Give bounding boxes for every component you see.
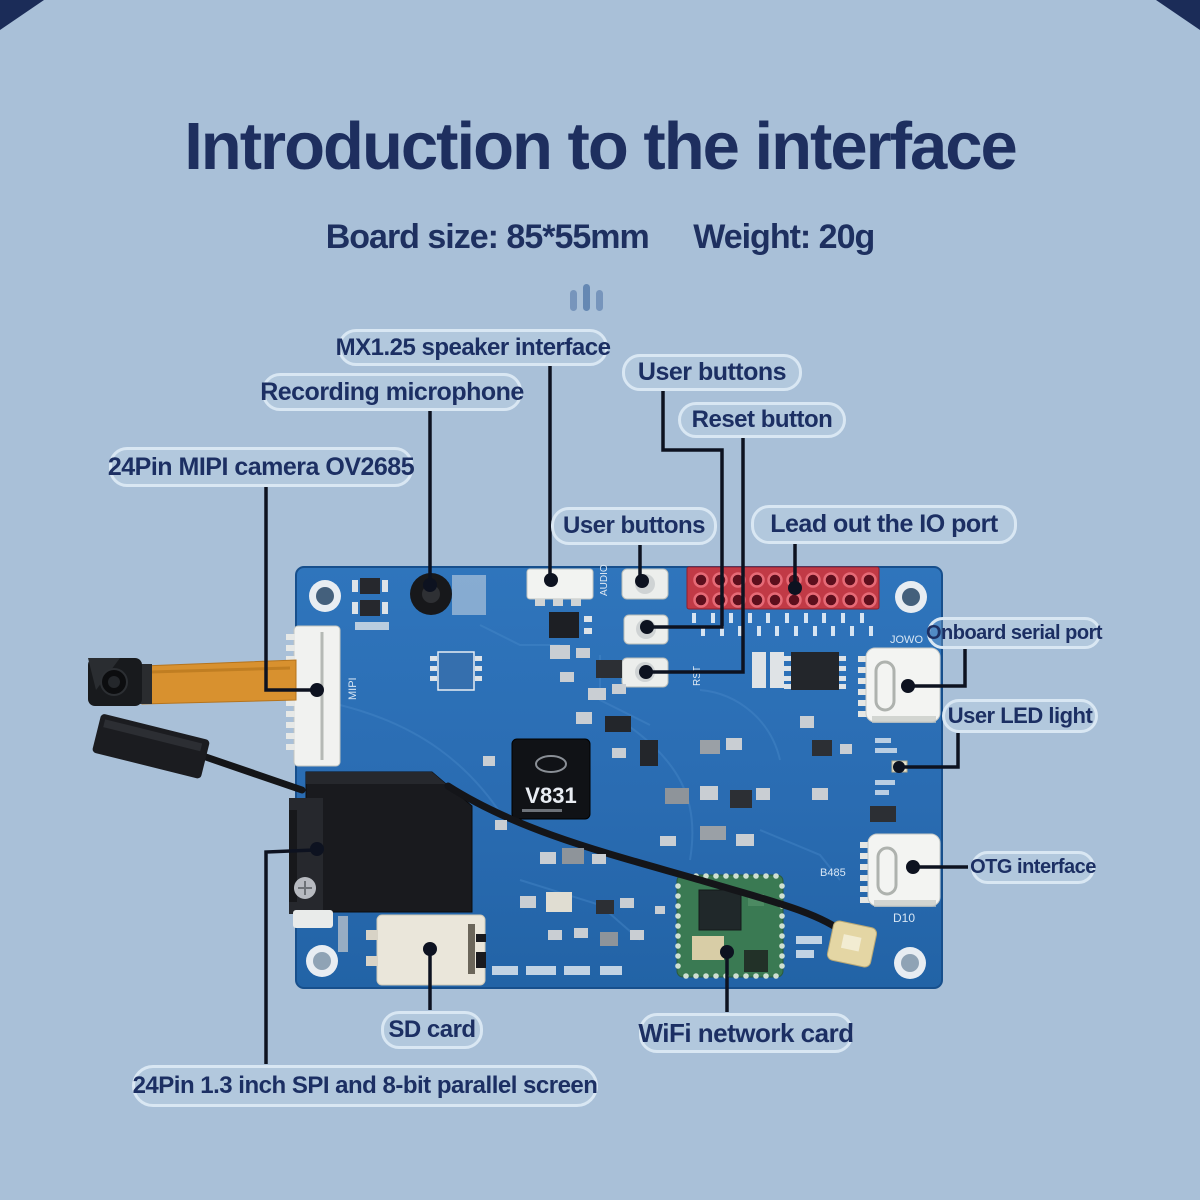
deco-bar [583, 284, 590, 311]
label-io-port: Lead out the IO port [751, 505, 1017, 544]
v831-chip: V831 [511, 738, 591, 820]
corner-decoration-left [0, 0, 44, 30]
screw-hole [306, 580, 927, 979]
audio-silkscreen: AUDIO [599, 564, 610, 596]
callout-lines [264, 365, 968, 1064]
board-weight-text: Weight: 20g [693, 218, 875, 256]
onboard-microphone [410, 573, 486, 615]
label-serial-port: Onboard serial port [926, 617, 1103, 649]
label-user-buttons-mid: User buttons [551, 507, 717, 545]
label-user-led: User LED light [942, 699, 1098, 733]
pin-label-silkscreen [692, 613, 873, 636]
smd-components-mid [430, 645, 846, 700]
chip-name: V831 [525, 783, 576, 808]
smd-scatter [483, 712, 852, 975]
pcb-board: AUDIO RST [88, 564, 943, 989]
external-mic-module [92, 714, 306, 794]
antenna-cable [444, 782, 849, 938]
wifi-module [675, 873, 785, 979]
mipi-silkscreen: MIPI [347, 677, 359, 700]
camera-module [88, 658, 142, 706]
dots-decoration [570, 284, 603, 311]
label-mipi-camera: 24Pin MIPI camera OV2685 [108, 447, 415, 487]
antenna-connector [826, 920, 878, 968]
serial-silkscreen: JOWO [890, 634, 923, 646]
label-spi-screen: 24Pin 1.3 inch SPI and 8-bit parallel sc… [132, 1065, 598, 1107]
page-title: Introduction to the interface [184, 109, 1018, 184]
board-size-text: Board size: 85*55mm [325, 218, 650, 256]
rst-silkscreen: RST [692, 666, 703, 686]
corner-decoration-right [1156, 0, 1200, 30]
label-otg-interface: OTG interface [970, 851, 1096, 884]
smd-cluster-topleft [352, 578, 389, 630]
callout-dots [310, 573, 920, 959]
speaker-connector: AUDIO [526, 564, 610, 638]
otg-silkscreen: D10 [893, 911, 915, 925]
deco-bar [596, 290, 603, 311]
screen-connector-module [289, 771, 473, 952]
label-sd-card: SD card [381, 1011, 483, 1049]
io-pin-header [686, 566, 880, 636]
label-speaker-interface: MX1.25 speaker interface [336, 329, 611, 366]
label-reset-button: Reset button [678, 402, 846, 438]
label-wifi-card: WiFi network card [638, 1013, 854, 1053]
label-user-buttons-top: User buttons [622, 354, 802, 391]
b485-silkscreen: B485 [820, 867, 846, 879]
camera-cable [140, 659, 297, 705]
label-recording-microphone: Recording microphone [260, 373, 524, 411]
board-specs: Board size: 85*55mm Weight: 20g [0, 218, 1200, 257]
deco-bar [570, 290, 577, 311]
otg-connector: D10 B485 [820, 833, 941, 925]
